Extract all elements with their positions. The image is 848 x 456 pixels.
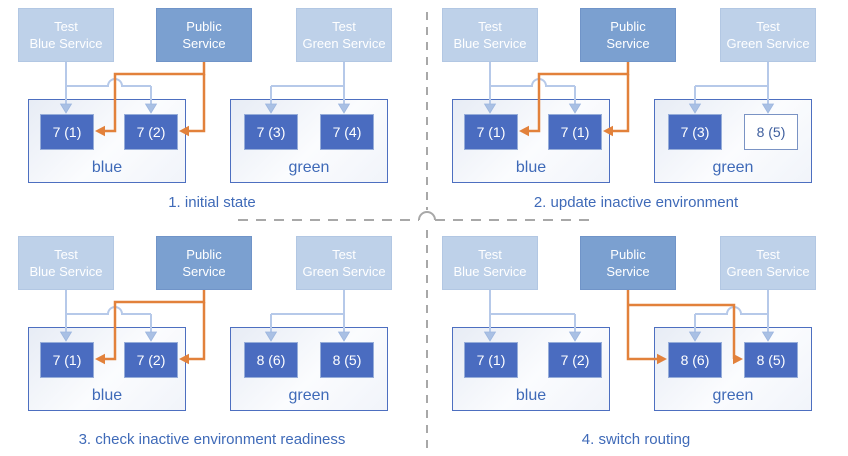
version-node-blue-1: 7 (1) — [464, 342, 518, 378]
blue-environment-label: blue — [91, 159, 123, 176]
version-node-blue-1: 7 (1) — [40, 114, 94, 150]
public-route-wire — [189, 74, 206, 133]
service-label-line: Public — [186, 19, 222, 34]
public-service-box: Public Service — [580, 236, 676, 290]
service-label-line: Public — [610, 19, 646, 34]
public-route-wire — [626, 290, 657, 361]
test-blue-wire — [490, 78, 575, 87]
public-service-box: Public Service — [156, 236, 252, 290]
service-label-line: Blue Service — [453, 264, 527, 279]
test-green-service-box: Test Green Service — [296, 236, 392, 290]
version-node-blue-2: 7 (2) — [548, 342, 602, 378]
version-node-green-1: 7 (3) — [668, 114, 722, 150]
deployment-stage-panel: Test Blue Service Public Service Test Gr… — [424, 228, 848, 456]
deployment-stage-panel: Test Blue Service Public Service Test Gr… — [0, 228, 424, 456]
service-label-line: Test — [332, 19, 356, 34]
test-blue-service-box: Test Blue Service — [18, 236, 114, 290]
service-label-line: Test — [478, 19, 502, 34]
service-label-line: Blue Service — [29, 264, 103, 279]
stage-caption: 1. initial state — [168, 194, 256, 211]
test-green-service-box: Test Green Service — [296, 8, 392, 62]
test-blue-service-box: Test Blue Service — [442, 236, 538, 290]
public-route-wire — [613, 74, 630, 133]
service-label-line: Public — [186, 247, 222, 262]
green-environment-label: green — [712, 159, 754, 176]
deployment-stage-panel: Test Blue Service Public Service Test Gr… — [424, 0, 848, 228]
version-node-green-2: 8 (5) — [320, 342, 374, 378]
test-green-service-box: Test Green Service — [720, 8, 816, 62]
service-label-line: Test — [332, 247, 356, 262]
green-environment-label: green — [712, 387, 754, 404]
version-node-green-1: 8 (6) — [244, 342, 298, 378]
public-route-wire — [189, 302, 206, 361]
version-node-green-1: 7 (3) — [244, 114, 298, 150]
service-label-line: Service — [182, 36, 226, 51]
service-label-line: Service — [606, 264, 650, 279]
service-label-line: Green Service — [302, 36, 386, 51]
version-node-blue-1: 7 (1) — [40, 342, 94, 378]
version-node-blue-2: 7 (2) — [124, 114, 178, 150]
service-label-line: Test — [54, 19, 78, 34]
service-label-line: Test — [54, 247, 78, 262]
test-green-service-box: Test Green Service — [720, 236, 816, 290]
version-node-green-2: 7 (4) — [320, 114, 374, 150]
green-environment-label: green — [288, 159, 330, 176]
service-label-line: Service — [606, 36, 650, 51]
blue-environment-label: blue — [91, 387, 123, 404]
blue-environment-label: blue — [515, 387, 547, 404]
green-environment-label: green — [288, 387, 330, 404]
version-node-green-2: 8 (5) — [744, 114, 798, 150]
version-node-green-1: 8 (6) — [668, 342, 722, 378]
test-green-wire — [695, 306, 768, 315]
service-label-line: Green Service — [302, 264, 386, 279]
service-label-line: Blue Service — [29, 36, 103, 51]
version-node-blue-1: 7 (1) — [464, 114, 518, 150]
test-blue-wire — [66, 306, 151, 315]
version-node-green-2: 8 (5) — [744, 342, 798, 378]
test-blue-wire — [66, 78, 151, 87]
service-label-line: Blue Service — [453, 36, 527, 51]
service-label-line: Test — [478, 247, 502, 262]
stage-caption: 3. check inactive environment readiness — [78, 431, 346, 448]
public-service-box: Public Service — [156, 8, 252, 62]
blue-environment-label: blue — [515, 159, 547, 176]
service-label-line: Public — [610, 247, 646, 262]
service-label-line: Test — [756, 247, 780, 262]
test-blue-service-box: Test Blue Service — [18, 8, 114, 62]
service-label-line: Test — [756, 19, 780, 34]
version-node-blue-2: 7 (1) — [548, 114, 602, 150]
stage-caption: 2. update inactive environment — [533, 194, 739, 211]
public-service-box: Public Service — [580, 8, 676, 62]
test-blue-service-box: Test Blue Service — [442, 8, 538, 62]
stage-caption: 4. switch routing — [581, 431, 691, 448]
deployment-stage-panel: Test Blue Service Public Service Test Gr… — [0, 0, 424, 228]
service-label-line: Green Service — [726, 36, 810, 51]
version-node-blue-2: 7 (2) — [124, 342, 178, 378]
service-label-line: Service — [182, 264, 226, 279]
service-label-line: Green Service — [726, 264, 810, 279]
